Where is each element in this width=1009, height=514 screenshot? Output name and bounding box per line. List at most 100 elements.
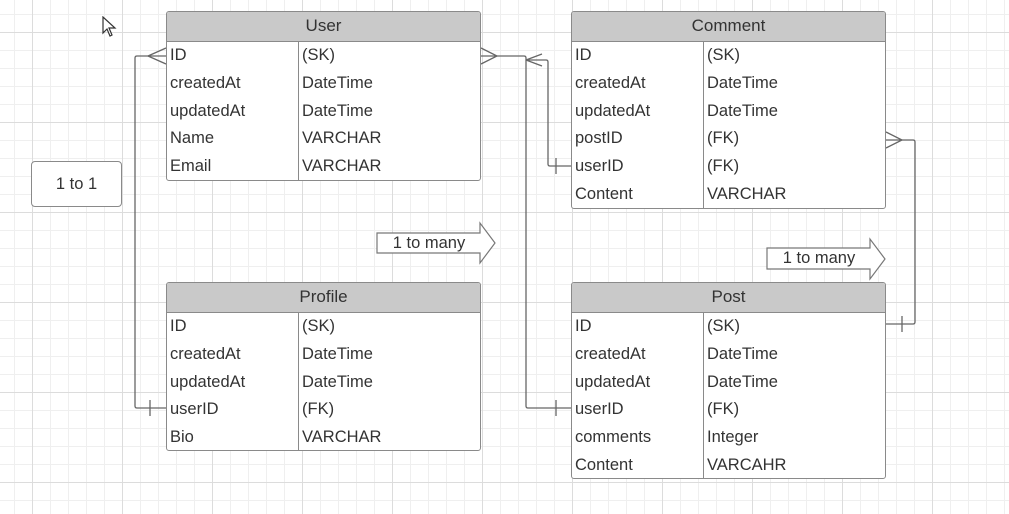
arrow-label-shape-b	[766, 237, 886, 281]
field-type: Integer	[707, 428, 759, 447]
field-name: updatedAt	[575, 101, 651, 120]
label-one-to-many-a-text: 1 to many	[392, 234, 466, 252]
crowfoot-user-id	[147, 47, 167, 65]
column-divider	[298, 313, 299, 450]
field-name: postID	[575, 129, 623, 148]
field-type: (SK)	[302, 317, 335, 335]
field-type: DateTime	[707, 372, 778, 391]
field-name: userID	[575, 157, 624, 176]
field-type: DateTime	[707, 73, 778, 92]
entity-profile-title: Profile	[167, 283, 480, 313]
table-row: Name VARCHAR	[167, 125, 480, 153]
connector-user-profile	[134, 55, 166, 409]
field-name: Email	[170, 157, 212, 176]
field-name: userID	[170, 400, 219, 419]
field-name: updatedAt	[170, 372, 246, 391]
mouse-cursor-icon	[102, 16, 117, 37]
field-name: comments	[575, 428, 652, 447]
table-row: updatedAt DateTime	[572, 369, 885, 397]
table-row: Content VARCHAR	[572, 181, 885, 208]
arrow-label-shape-a	[376, 221, 496, 265]
table-row: userID (FK)	[167, 396, 480, 424]
field-type: (FK)	[707, 157, 740, 176]
field-name: updatedAt	[575, 372, 651, 391]
table-row: ID (SK)	[167, 42, 480, 70]
connector-comment-post	[886, 139, 916, 325]
entity-post-title: Post	[572, 283, 885, 313]
connector-user-comment	[526, 59, 571, 167]
crowfoot-user-right	[480, 47, 499, 65]
label-one-to-many-b-text: 1 to many	[782, 249, 856, 267]
field-type: DateTime	[302, 372, 373, 391]
field-type: (FK)	[707, 129, 740, 148]
field-name: ID	[575, 317, 592, 335]
table-row: createdAt DateTime	[167, 70, 480, 98]
field-type: VARCHAR	[302, 428, 382, 447]
field-type: DateTime	[302, 101, 373, 120]
table-row: updatedAt DateTime	[167, 98, 480, 126]
column-divider	[703, 42, 704, 208]
table-row: userID (FK)	[572, 153, 885, 181]
table-row: comments Integer	[572, 424, 885, 452]
table-row: userID (FK)	[572, 396, 885, 424]
field-type: VARCHAR	[302, 157, 382, 176]
crowfoot-comment-postid	[885, 131, 904, 149]
table-row: updatedAt DateTime	[572, 98, 885, 126]
table-row: Content VARCAHR	[572, 452, 885, 478]
table-row: createdAt DateTime	[167, 341, 480, 369]
table-row: ID (SK)	[572, 42, 885, 70]
field-type: (SK)	[302, 46, 335, 64]
table-row: ID (SK)	[572, 313, 885, 341]
table-row: Email VARCHAR	[167, 153, 480, 180]
label-one-to-one-text: 1 to 1	[55, 175, 98, 193]
field-type: (SK)	[707, 46, 740, 64]
field-name: Bio	[170, 428, 194, 447]
field-type: (SK)	[707, 317, 740, 335]
field-name: ID	[170, 317, 187, 335]
field-name: createdAt	[575, 344, 646, 363]
field-name: Content	[575, 184, 633, 203]
field-type: DateTime	[707, 344, 778, 363]
table-row: Bio VARCHAR	[167, 424, 480, 450]
field-name: createdAt	[170, 344, 241, 363]
table-row: updatedAt DateTime	[167, 369, 480, 397]
field-type: (FK)	[707, 400, 740, 419]
entity-user-title: User	[167, 12, 480, 42]
field-name: userID	[575, 400, 624, 419]
crowfoot-comment-side	[525, 53, 543, 67]
field-type: VARCHAR	[302, 129, 382, 148]
field-type: VARCAHR	[707, 455, 787, 474]
entity-comment-title: Comment	[572, 12, 885, 42]
table-row: createdAt DateTime	[572, 70, 885, 98]
field-type: DateTime	[302, 73, 373, 92]
field-name: createdAt	[170, 73, 241, 92]
field-name: updatedAt	[170, 101, 246, 120]
field-name: Content	[575, 455, 633, 474]
field-type: DateTime	[707, 101, 778, 120]
table-row: postID (FK)	[572, 125, 885, 153]
field-name: Name	[170, 129, 215, 148]
column-divider	[703, 313, 704, 478]
field-name: createdAt	[575, 73, 646, 92]
column-divider	[298, 42, 299, 180]
table-row: ID (SK)	[167, 313, 480, 341]
connector-user-post	[481, 55, 571, 409]
table-row: createdAt DateTime	[572, 341, 885, 369]
field-name: ID	[575, 46, 592, 64]
label-one-to-one[interactable]: 1 to 1	[31, 161, 122, 207]
field-type: VARCHAR	[707, 184, 787, 203]
label-one-to-many-b[interactable]: 1 to many	[767, 248, 877, 269]
field-type: DateTime	[302, 344, 373, 363]
field-name: ID	[170, 46, 187, 64]
label-one-to-many-a[interactable]: 1 to many	[377, 233, 487, 253]
field-type: (FK)	[302, 400, 335, 419]
